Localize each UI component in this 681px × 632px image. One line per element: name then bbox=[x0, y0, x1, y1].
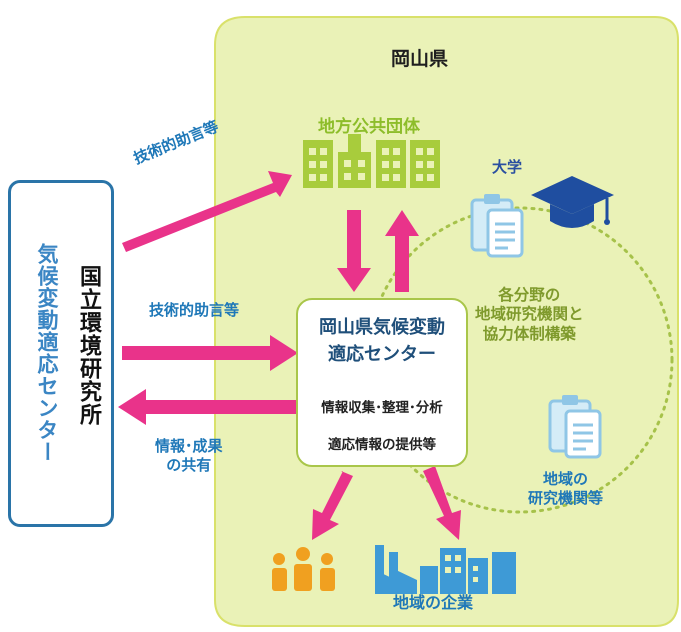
arrows bbox=[118, 171, 461, 540]
city-buildings-icon bbox=[420, 548, 516, 594]
advice-arrow-middle bbox=[122, 335, 298, 371]
people-icon bbox=[272, 547, 335, 591]
cooperation-line2: 地域研究機関と bbox=[475, 305, 584, 324]
center-title-line1: 岡山県気候変動 bbox=[319, 317, 445, 338]
factory-icon bbox=[375, 545, 417, 594]
cooperation-line1: 各分野の bbox=[498, 286, 561, 304]
center-title-line2: 適応センター bbox=[328, 344, 436, 365]
cooperation-circle bbox=[366, 206, 674, 514]
local-research-line2: 研究機関等 bbox=[528, 488, 604, 507]
share-label-line2: の共有 bbox=[166, 455, 212, 474]
share-label: 情報･成果 の共有 bbox=[155, 437, 223, 475]
arrow-to-companies bbox=[423, 466, 461, 540]
center-role-provision: 適応情報の提供等 bbox=[328, 437, 436, 453]
prefecture-label: 岡山県 bbox=[391, 48, 449, 70]
national-institute-name: 国立環境研究所 bbox=[76, 265, 101, 426]
graduation-cap-icon bbox=[531, 176, 614, 228]
local-government-label: 地方公共団体 bbox=[318, 117, 420, 137]
local-research-line1: 地域の bbox=[543, 470, 589, 488]
university-label: 大学 bbox=[492, 158, 523, 176]
national-adaptation-center-name: 気候変動適応センター bbox=[35, 243, 59, 463]
share-label-line1: 情報･成果 bbox=[155, 437, 223, 455]
okayama-adaptation-center-box: 岡山県気候変動 適応センター 情報収集･整理･分析 適応情報の提供等 bbox=[296, 298, 468, 467]
cooperation-line3: 協力体制構築 bbox=[482, 324, 576, 343]
down-arrow bbox=[337, 210, 371, 292]
national-institute-box bbox=[8, 180, 114, 527]
arrow-to-people bbox=[312, 471, 353, 540]
advice-arrow-upper bbox=[122, 171, 292, 252]
local-research-label: 地域の 研究機関等 bbox=[528, 470, 603, 508]
share-arrow bbox=[118, 389, 298, 425]
up-arrow bbox=[385, 210, 419, 292]
cooperation-label: 各分野の 地域研究機関と 協力体制構築 bbox=[475, 286, 584, 344]
office-buildings-icon bbox=[303, 134, 440, 188]
center-role-analysis: 情報収集･整理･分析 bbox=[321, 400, 443, 416]
local-companies-label: 地域の企業 bbox=[393, 593, 474, 612]
advice-middle-label: 技術的助言等 bbox=[149, 301, 240, 319]
